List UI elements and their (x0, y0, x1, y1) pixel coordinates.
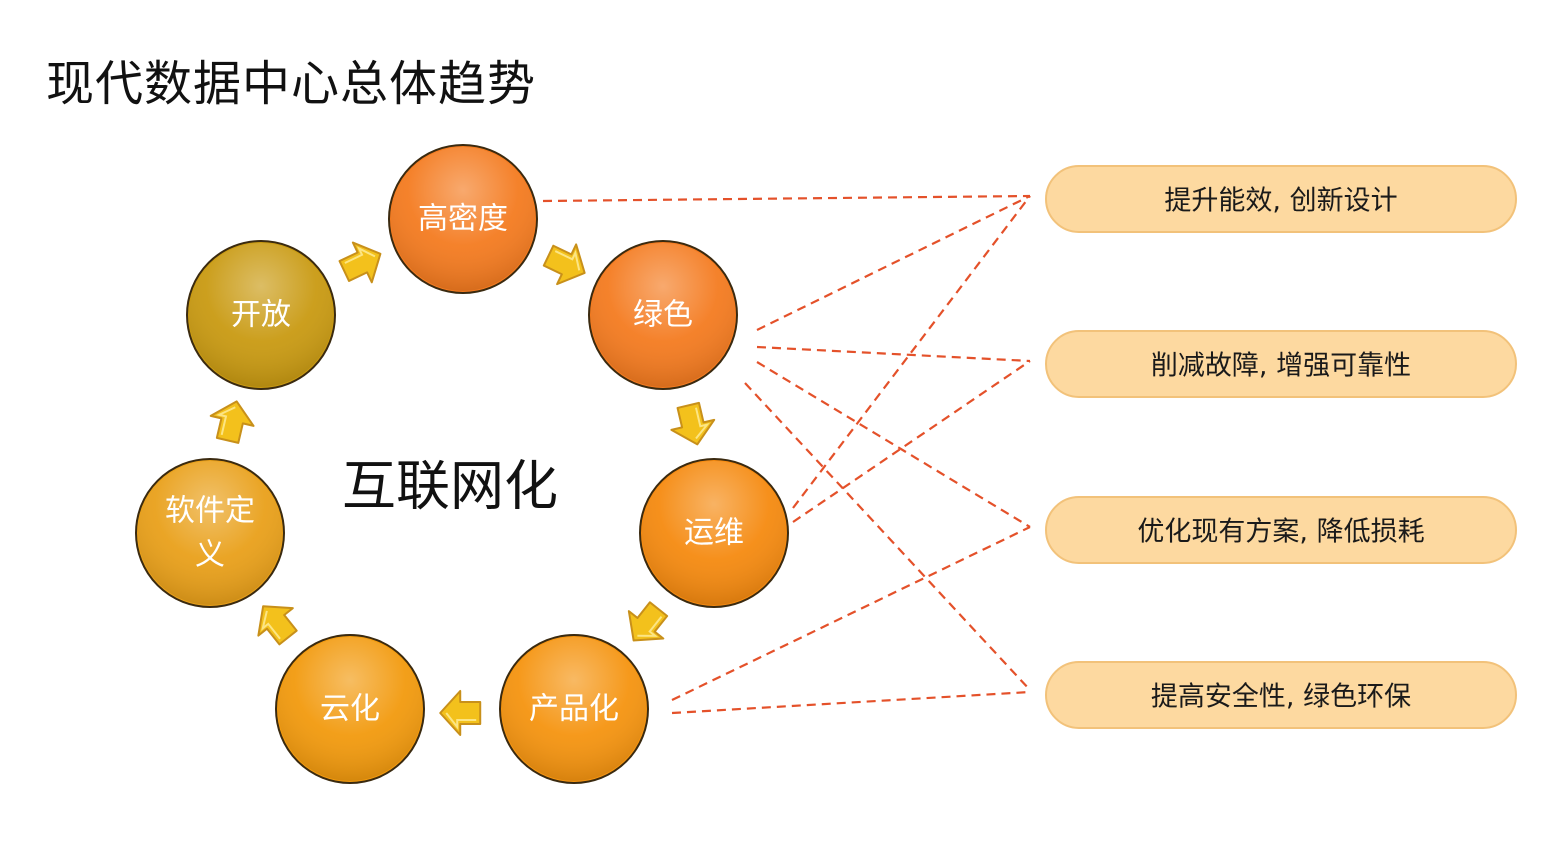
node-operations: 运维 (639, 458, 789, 608)
node-cloudification: 云化 (275, 634, 425, 784)
connector-green-to-optimization (756, 361, 1031, 528)
connector-productization-to-security (671, 690, 1031, 715)
connector-lines (542, 194, 1031, 715)
cycle-arrow-high-density-to-green (542, 243, 586, 286)
connector-green-to-reliability (756, 345, 1031, 363)
cycle-arrows (209, 241, 716, 736)
connector-green-to-efficiency (756, 195, 1031, 331)
cycle-arrow-software-defined-to-openness (209, 400, 255, 444)
cycle-arrow-productization-to-cloudification (439, 689, 482, 736)
benefit-label-efficiency: 提升能效, 创新设计 (1164, 186, 1397, 217)
node-high-density: 高密度 (388, 144, 538, 294)
node-label-green: 绿色 (633, 298, 693, 333)
node-label-cloudification: 云化 (320, 692, 380, 727)
connector-operations-to-reliability (792, 360, 1031, 523)
node-label-high-density: 高密度 (418, 202, 508, 237)
benefit-label-optimization: 优化现有方案, 降低损耗 (1137, 517, 1424, 548)
cycle-arrow-openness-to-high-density (338, 241, 382, 284)
benefit-pill-security: 提高安全性, 绿色环保 (1045, 661, 1517, 729)
cycle-arrow-cloudification-to-software-defined (257, 605, 298, 646)
benefit-label-reliability: 削减故障, 增强可靠性 (1151, 351, 1411, 382)
cycle-arrow-green-to-operations (670, 401, 716, 446)
node-label-software-defined: 软件定 (165, 494, 255, 529)
node-openness: 开放 (186, 240, 336, 390)
node-productization: 产品化 (499, 634, 649, 784)
connector-high-density-to-security (744, 382, 1031, 691)
benefit-pill-optimization: 优化现有方案, 降低损耗 (1045, 496, 1517, 564)
node-label-openness: 开放 (231, 298, 291, 333)
benefit-pill-efficiency: 提升能效, 创新设计 (1045, 165, 1517, 233)
center-label: 互联网化 (342, 455, 558, 518)
connector-productization-to-optimization (671, 526, 1031, 701)
benefit-pill-reliability: 削减故障, 增强可靠性 (1045, 330, 1517, 398)
node-green: 绿色 (588, 240, 738, 390)
connector-operations-to-efficiency (792, 195, 1031, 509)
benefit-label-security: 提高安全性, 绿色环保 (1151, 682, 1411, 713)
node-label-operations: 运维 (684, 516, 744, 551)
node-label-productization: 产品化 (529, 692, 619, 727)
page-title: 现代数据中心总体趋势 (46, 56, 537, 112)
cycle-arrow-operations-to-productization (627, 601, 669, 642)
node-label-software-defined: 义 (195, 538, 225, 573)
connector-high-density-to-efficiency (542, 194, 1031, 203)
